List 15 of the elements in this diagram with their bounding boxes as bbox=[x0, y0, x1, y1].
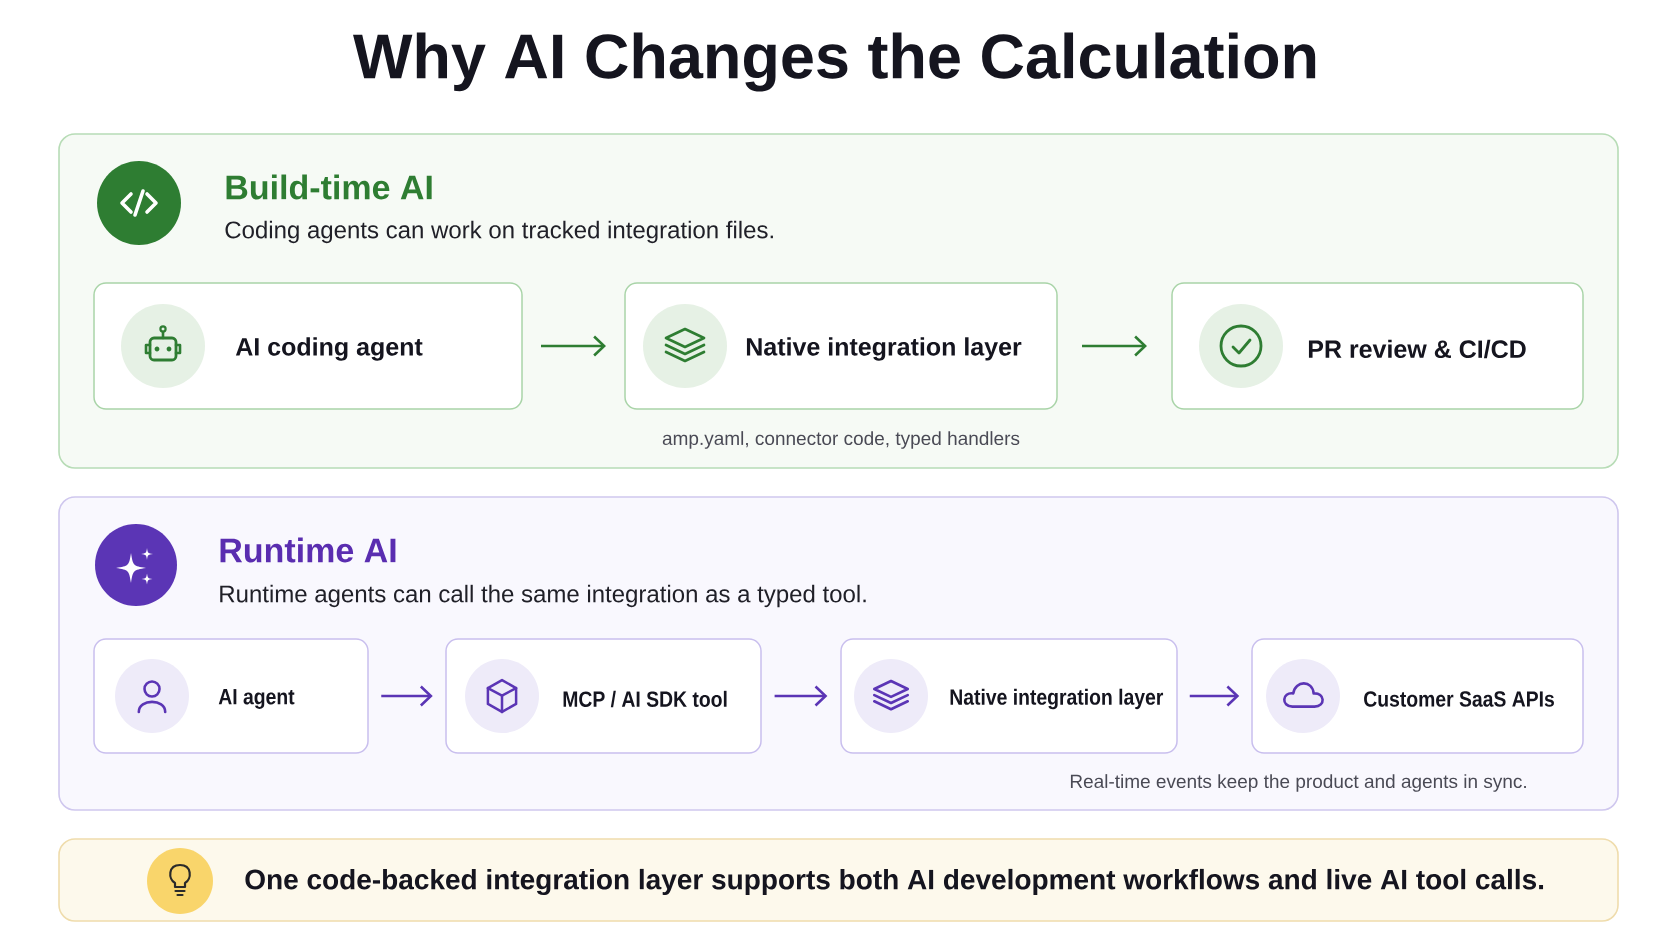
process-box: AI coding agent bbox=[93, 282, 523, 410]
arrow bbox=[381, 685, 433, 707]
arrow bbox=[541, 335, 606, 357]
process-box: Native integration layer bbox=[624, 282, 1058, 410]
heading: Build-time AI bbox=[226, 174, 432, 200]
subtitle: Runtime agents can call the same integration as a typed tool. bbox=[220, 584, 866, 608]
title: Why AI Changes the Calculation bbox=[353, 32, 1316, 92]
node-label: amp.yaml, connector code, typed handlers bbox=[662, 431, 1020, 449]
banner: One code-backed integration layer supports both AI development workflows and live AI tool calls. bbox=[58, 838, 1619, 922]
subtitle: Coding agents can work on tracked integration files. bbox=[225, 220, 773, 244]
arrow bbox=[774, 685, 828, 707]
heading: Runtime AI bbox=[220, 537, 396, 563]
arrow bbox=[1189, 685, 1240, 707]
note: Real-time events keep the product and agents in sync. bbox=[1070, 774, 1526, 792]
arrow bbox=[1082, 335, 1147, 357]
